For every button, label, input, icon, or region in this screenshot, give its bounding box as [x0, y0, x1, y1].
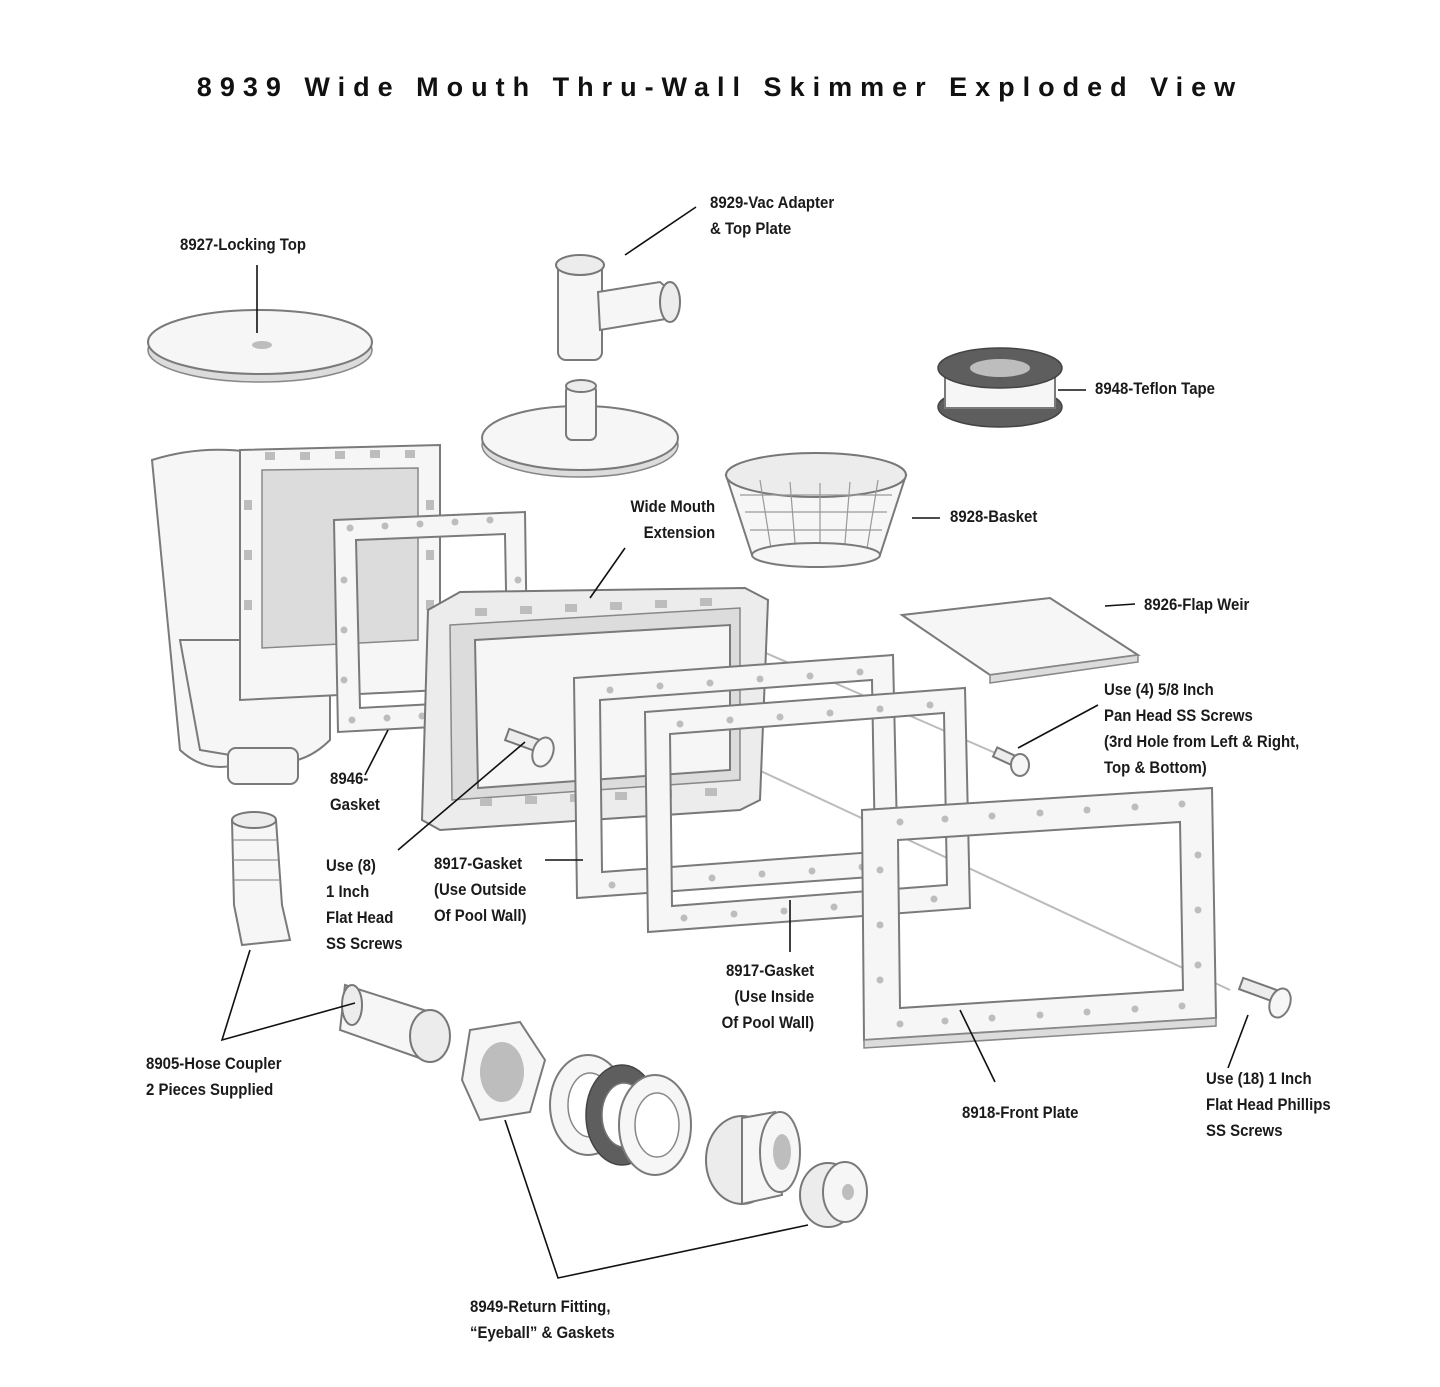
- vac-adapter-part: [555, 254, 681, 361]
- front-plate-part: [860, 786, 1218, 1049]
- return-gasket-3-part: [618, 1074, 692, 1176]
- label-gasket-inside: 8917-Gasket (Use Inside Of Pool Wall): [721, 961, 814, 1032]
- teflon-tape-part: [937, 347, 1063, 428]
- label-hose-coupler: 8905-Hose Coupler 2 Pieces Supplied: [146, 1054, 282, 1099]
- label-return-fitting: 8949-Return Fitting, “Eyeball” & Gaskets: [470, 1297, 615, 1342]
- eyeball-part: [799, 1161, 868, 1228]
- label-gasket-8946: 8946- Gasket: [330, 769, 380, 814]
- label-gasket-outside: 8917-Gasket (Use Outside Of Pool Wall): [434, 854, 527, 925]
- label-locking-top: 8927-Locking Top: [180, 235, 307, 254]
- label-flap-weir: 8926-Flap Weir: [1144, 595, 1250, 614]
- hose-coupler-horizontal-part: [338, 983, 451, 1063]
- label-flat-head-screws: Use (8) 1 Inch Flat Head SS Screws: [326, 856, 403, 953]
- diagram-title: 8939 Wide Mouth Thru-Wall Skimmer Explod…: [196, 72, 1244, 102]
- label-pan-head-screws: Use (4) 5/8 Inch Pan Head SS Screws (3rd…: [1104, 680, 1300, 777]
- label-phillips-screws: Use (18) 1 Inch Flat Head Phillips SS Sc…: [1206, 1069, 1331, 1140]
- leader-lines: [220, 206, 1249, 1279]
- label-front-plate: 8918-Front Plate: [962, 1103, 1079, 1122]
- hose-coupler-vertical-part: [230, 811, 292, 947]
- label-wide-mouth-extension: Wide Mouth Extension: [630, 497, 715, 542]
- return-fitting-nut-part: [460, 1020, 547, 1122]
- locking-top-part: [147, 309, 373, 383]
- label-teflon-tape: 8948-Teflon Tape: [1095, 379, 1215, 398]
- return-fitting-body-part: [705, 1110, 801, 1206]
- flap-weir-part: [899, 596, 1141, 684]
- label-vac-adapter: 8929-Vac Adapter & Top Plate: [710, 193, 835, 238]
- label-basket: 8928-Basket: [950, 507, 1038, 526]
- vac-top-plate-part: [481, 379, 679, 478]
- skimmer-body-part: [150, 443, 441, 785]
- phillips-screw-part: [1237, 976, 1292, 1019]
- pan-head-screw-part: [991, 746, 1030, 777]
- basket-part: [724, 452, 908, 568]
- flat-head-screw-part: [503, 727, 555, 768]
